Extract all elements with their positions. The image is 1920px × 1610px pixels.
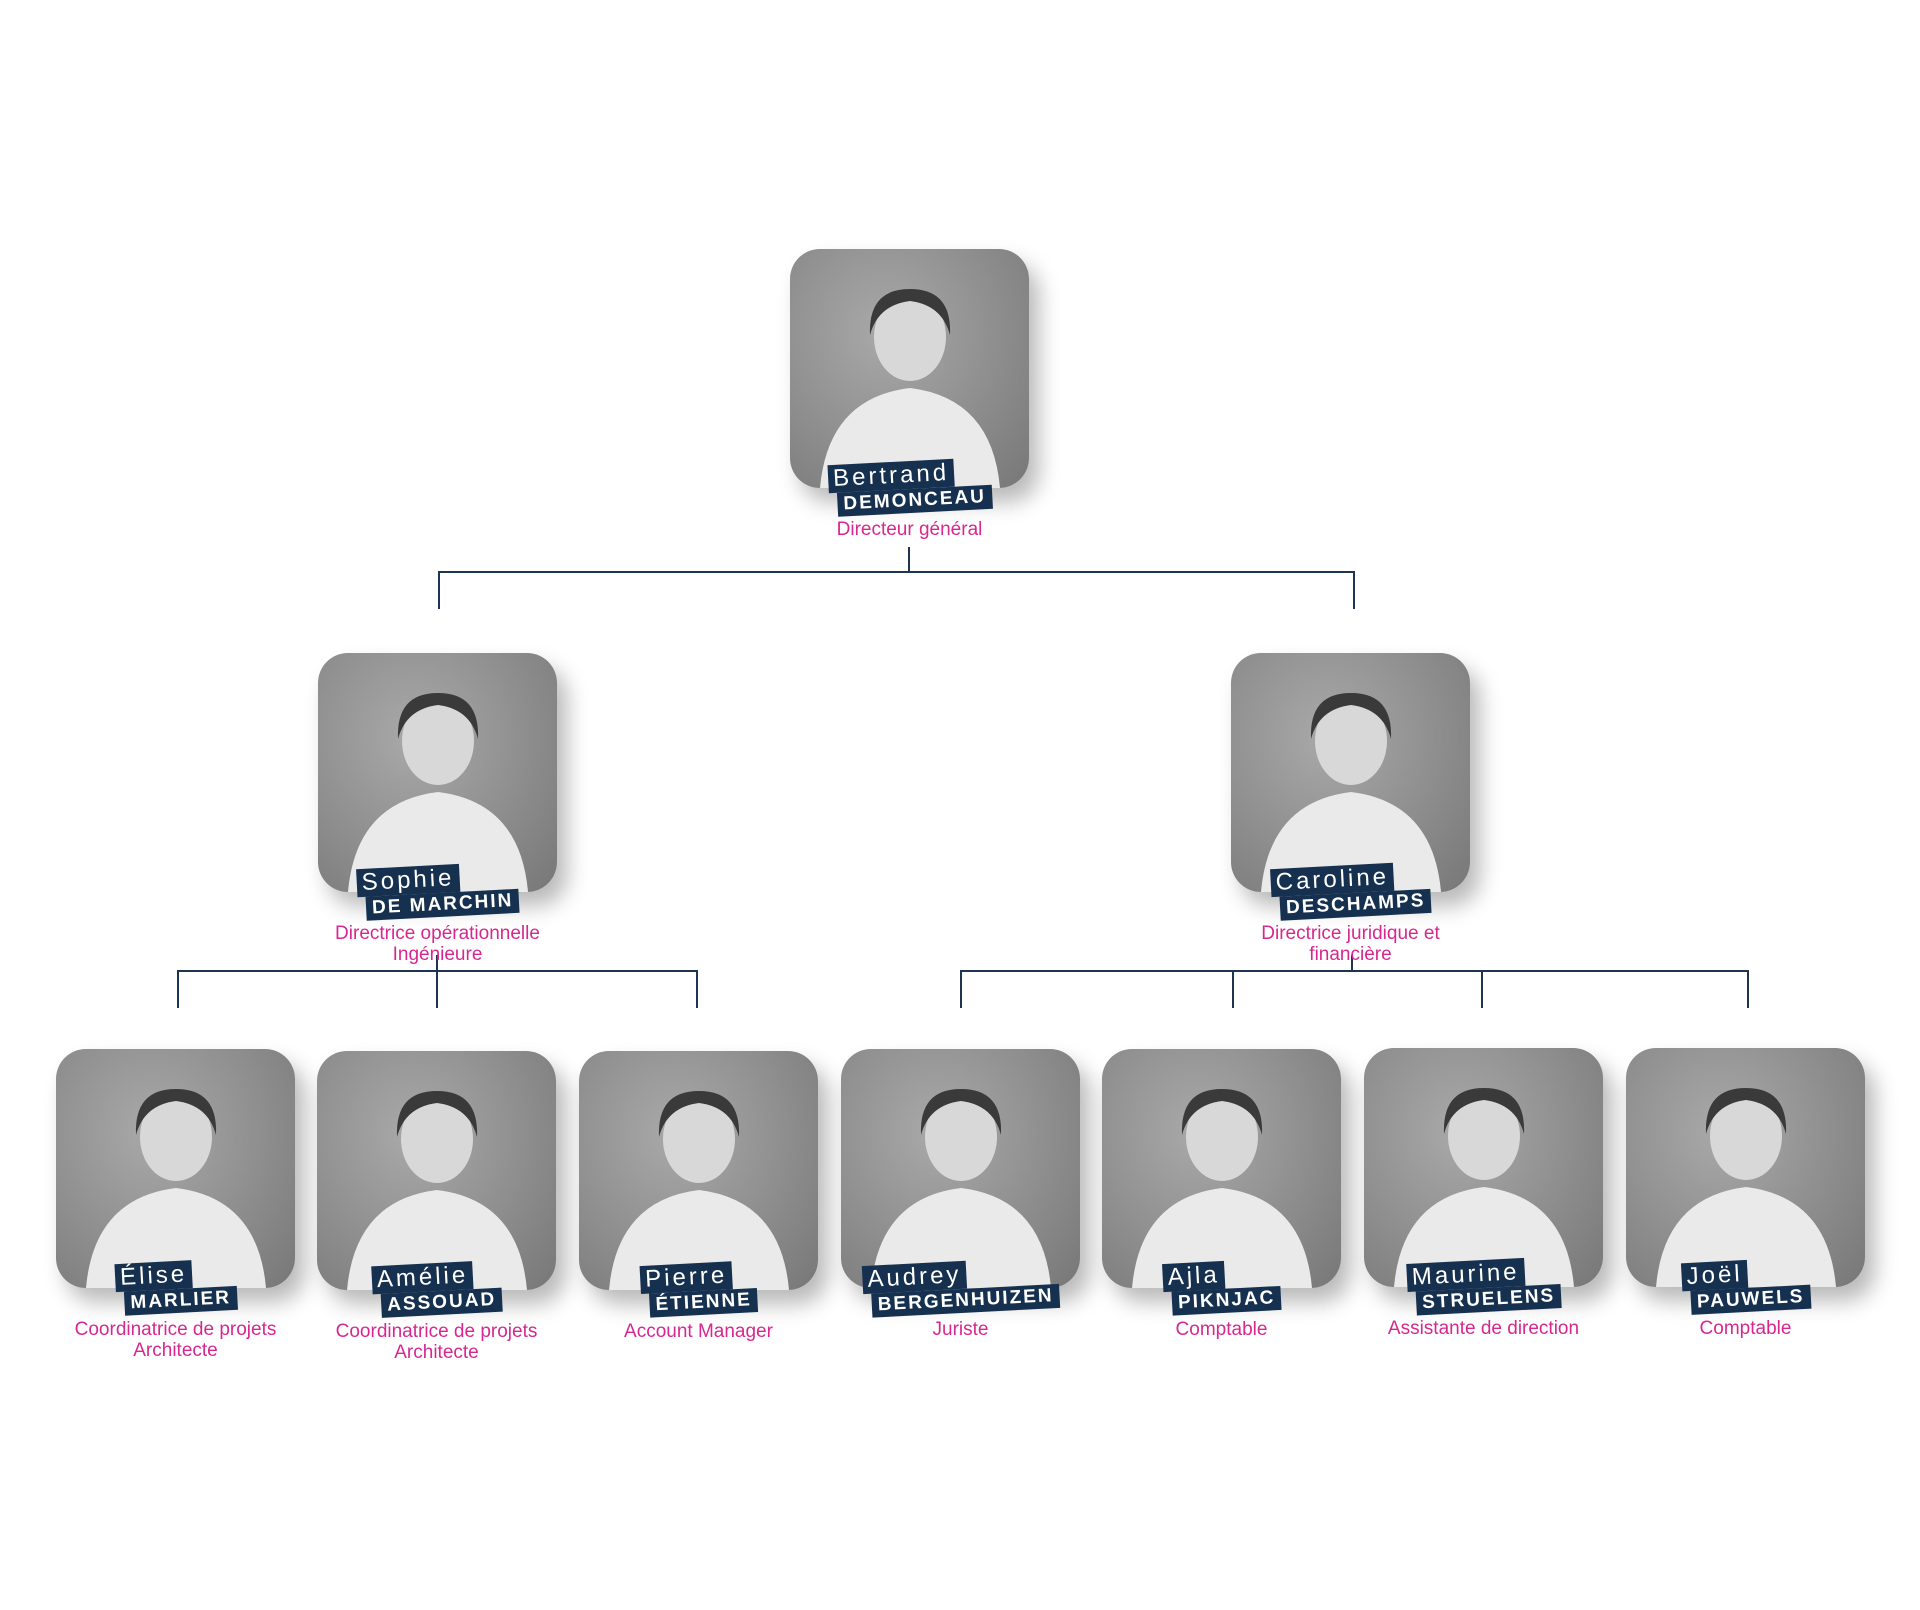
connector [1747,970,1749,1008]
portrait-photo [1231,653,1470,892]
portrait-photo [1364,1048,1603,1287]
connector [436,955,438,970]
last-name: PIKNJAC [1170,1285,1282,1316]
connector [436,970,438,1008]
connector [1351,955,1353,970]
job-title: Account Manager [519,1321,878,1342]
job-title: Assistante de direction [1304,1318,1663,1339]
connector [960,970,962,1008]
portrait-photo [317,1051,556,1290]
portrait-photo [56,1049,295,1288]
portrait-photo [318,653,557,892]
last-name: PAUWELS [1689,1284,1811,1315]
connector [177,970,179,1008]
last-name: MARLIER [123,1285,238,1316]
first-name: Joël [1680,1259,1748,1292]
portrait-photo [790,249,1029,488]
job-title-line: Directrice juridique et [1261,923,1440,944]
job-title-line: Assistante de direction [1387,1318,1580,1339]
connector [1353,571,1355,609]
job-title-line: Directeur général [836,519,983,540]
job-title-line: Architecte [394,1342,479,1363]
job-title-line: financière [1309,944,1392,965]
last-name: ÉTIENNE [648,1287,758,1318]
job-title: Comptable [1042,1319,1401,1340]
job-title: Comptable [1566,1318,1920,1339]
job-title-line: Directrice opérationnelle [335,923,540,944]
first-name: Ajla [1161,1260,1225,1293]
job-title-line: Ingénieure [392,944,483,965]
job-title: Juriste [781,1319,1140,1340]
connector [1481,970,1483,1008]
connector [960,970,1749,972]
connector [908,547,910,571]
connector [438,571,440,609]
portrait-photo [1626,1048,1865,1287]
portrait-photo [841,1049,1080,1288]
job-title-line: Comptable [1699,1318,1792,1339]
job-title-line: Architecte [133,1340,218,1361]
connector [1232,970,1234,1008]
job-title-line: Coordinatrice de projets [335,1321,538,1342]
portrait-photo [1102,1049,1341,1288]
last-name: ASSOUAD [380,1287,503,1318]
job-title-line: Coordinatrice de projets [74,1319,277,1340]
connector [696,970,698,1008]
connector [438,571,1355,573]
first-name: Élise [113,1260,193,1293]
job-title-line: Comptable [1175,1319,1268,1340]
job-title-line: Juriste [932,1319,989,1340]
portrait-photo [579,1051,818,1290]
job-title: Directeur général [730,519,1089,540]
job-title-line: Account Manager [624,1321,773,1342]
